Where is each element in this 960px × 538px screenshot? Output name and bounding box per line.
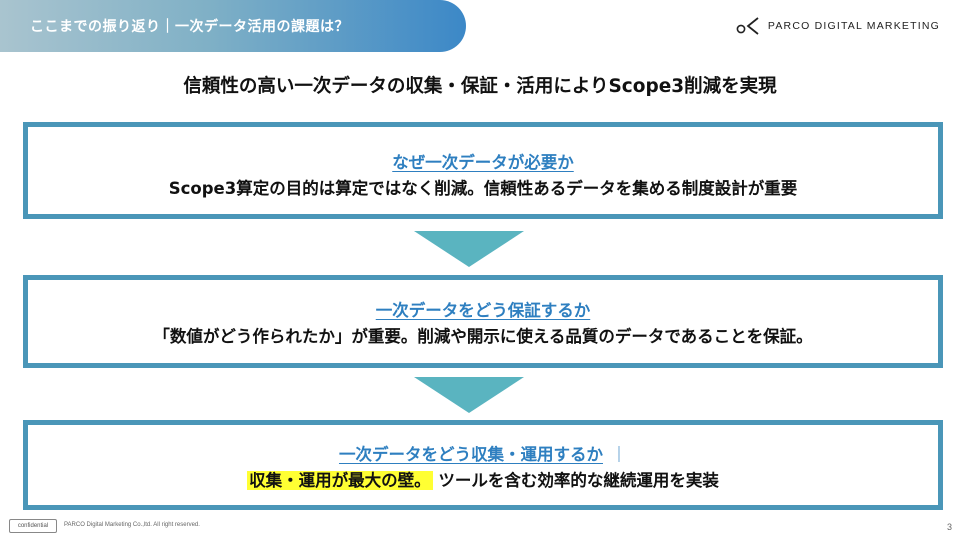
brand-name: PARCO DIGITAL MARKETING xyxy=(767,20,940,32)
section-description: Scope3算定の目的は算定ではなく削減。信頼性あるデータを集める制度設計が重要 xyxy=(168,179,798,198)
section-title-link[interactable]: なぜ一次データが必要か xyxy=(392,153,574,172)
copyright-text: PARCO Digital Marketing Co.,ltd. All rig… xyxy=(64,522,200,528)
down-arrow-icon xyxy=(414,231,524,267)
confidential-badge: confidential xyxy=(9,519,57,533)
section-description: 「数値がどう作られたか」が重要。削減や開示に使える品質のデータであることを保証。 xyxy=(153,327,813,346)
headline: 信頼性の高い一次データの収集・保証・活用によりScope3削減を実現 xyxy=(183,76,777,97)
down-arrow-icon xyxy=(414,377,524,413)
page-number: 3 xyxy=(946,522,952,532)
slide-title-text: ここまでの振り返り｜一次データ活用の課題は？ xyxy=(30,19,349,35)
description-rest: ツールを含む効率的な継続運用を実装 xyxy=(438,471,719,490)
highlighted-text: 収集・運用が最大の壁。 xyxy=(247,471,433,490)
section-collection-operation: 一次データをどう収集・運用するか ｜ 収集・運用が最大の壁。 ツールを含む効率的な… xyxy=(23,420,943,510)
brand-mark-icon xyxy=(736,17,759,35)
section-title-link[interactable]: 一次データをどう保証するか xyxy=(375,301,591,320)
section-title-link[interactable]: 一次データをどう収集・運用するか xyxy=(338,445,603,464)
slide-title: ここまでの振り返り｜一次データ活用の課題は？ xyxy=(0,0,466,52)
section-why-primary-data: なぜ一次データが必要か Scope3算定の目的は算定ではなく削減。信頼性あるデー… xyxy=(23,122,943,219)
brand-logo: PARCO DIGITAL MARKETING xyxy=(736,14,940,38)
title-separator: ｜ xyxy=(610,445,627,464)
section-assurance: 一次データをどう保証するか 「数値がどう作られたか」が重要。削減や開示に使える品… xyxy=(23,275,943,368)
section-description: 収集・運用が最大の壁。 ツールを含む効率的な継続運用を実装 xyxy=(28,467,938,491)
